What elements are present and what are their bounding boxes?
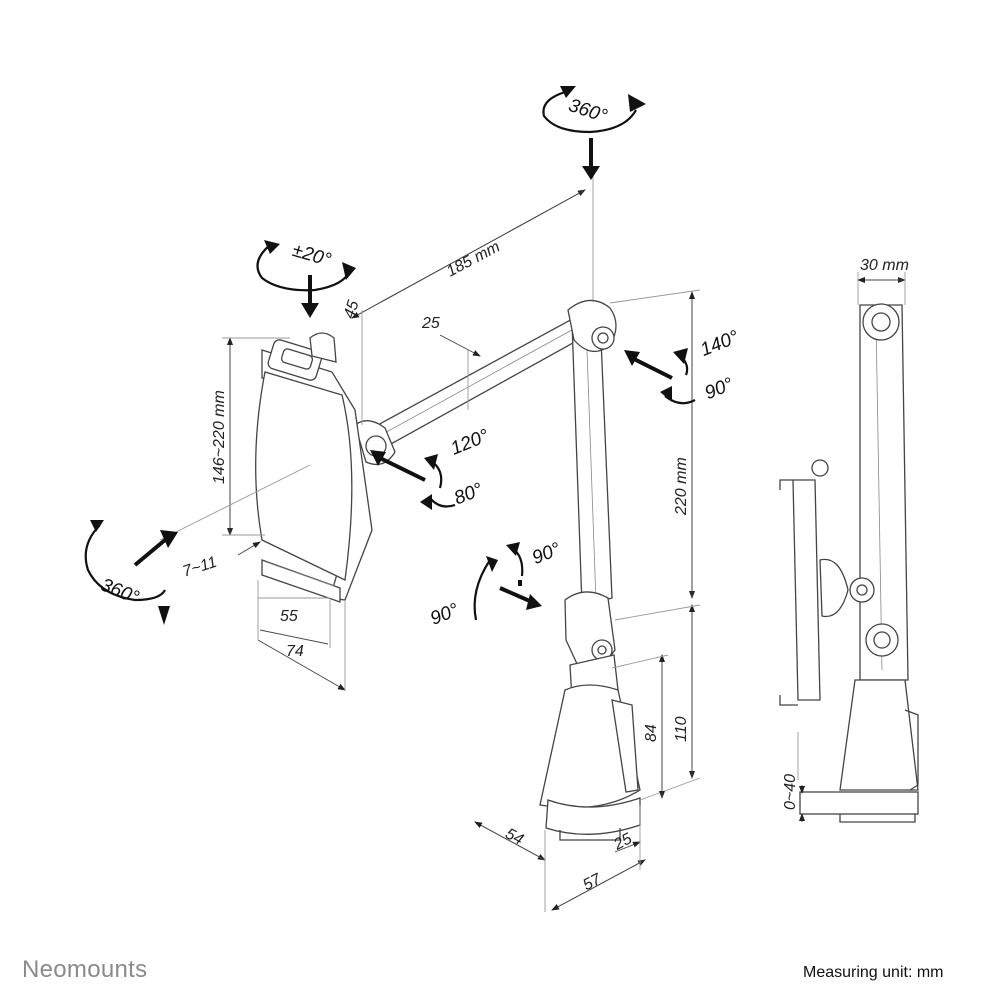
main-arm	[354, 299, 641, 841]
label-angle-360-left: 360°	[97, 574, 142, 608]
label-55: 55	[280, 608, 298, 625]
dimension-lines	[159, 175, 906, 912]
label-30mm: 30 mm	[860, 257, 909, 274]
label-angle-360-top: 360°	[566, 95, 610, 127]
label-110: 110	[673, 716, 690, 742]
side-view	[779, 303, 919, 823]
label-185mm: 185 mm	[444, 238, 503, 280]
label-angle-140: 140°	[698, 327, 743, 361]
label-25-base: 25	[610, 830, 635, 854]
label-angle-90-left: 90°	[427, 599, 462, 629]
measuring-unit-note: Measuring unit: mm	[803, 964, 944, 981]
rotation-arrows	[84, 86, 696, 625]
label-angle-80: 80°	[451, 479, 486, 509]
label-84: 84	[643, 724, 660, 742]
label-angle-90-right: 90°	[529, 539, 564, 569]
label-54: 54	[502, 825, 526, 848]
label-25-top: 25	[421, 315, 440, 332]
tablet-holder	[255, 332, 373, 603]
label-angle-20: ±20°	[290, 240, 334, 271]
label-angle-120: 120°	[448, 425, 493, 459]
label-146-220mm: 146~220 mm	[211, 390, 228, 484]
label-angle-90-top: 90°	[702, 374, 737, 404]
label-7-11: 7~11	[181, 554, 219, 581]
label-220mm: 220 mm	[673, 457, 690, 516]
direction-arrows	[133, 138, 673, 610]
label-45: 45	[341, 298, 363, 320]
label-74: 74	[286, 643, 304, 660]
brand-logo: Neomounts	[22, 956, 148, 983]
label-0-40: 0~40	[782, 774, 799, 810]
label-57: 57	[580, 870, 605, 894]
